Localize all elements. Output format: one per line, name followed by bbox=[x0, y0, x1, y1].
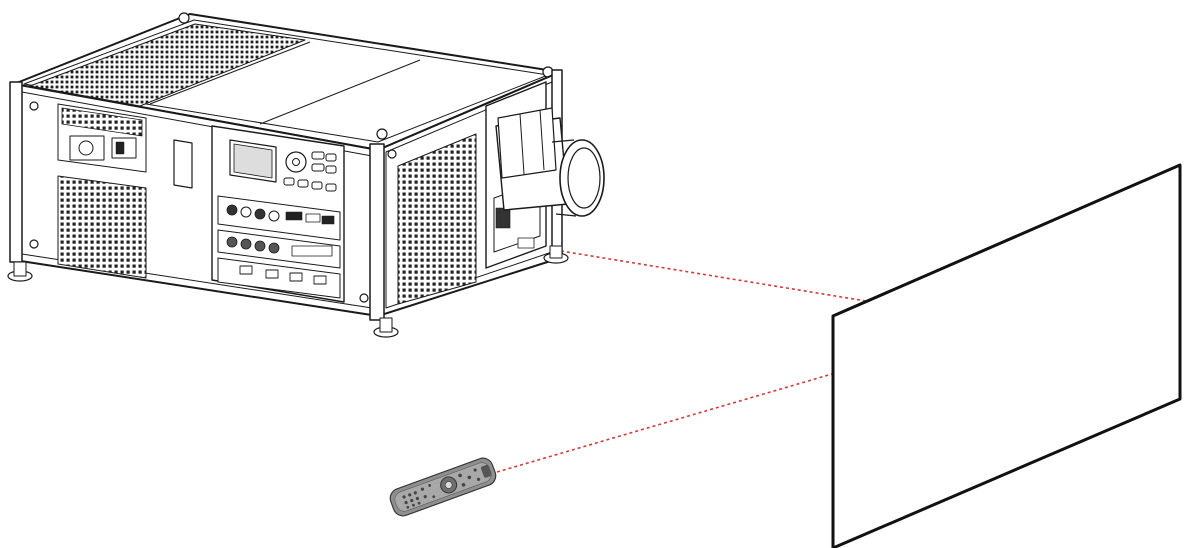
projector-icon bbox=[7, 12, 605, 338]
remote-control-icon bbox=[389, 457, 497, 517]
projection-screen-icon bbox=[831, 163, 1182, 548]
signal-lines bbox=[496, 249, 873, 473]
projector-feet bbox=[7, 245, 569, 338]
remote-ir-line bbox=[496, 373, 833, 473]
projector-ir-line bbox=[554, 249, 873, 303]
